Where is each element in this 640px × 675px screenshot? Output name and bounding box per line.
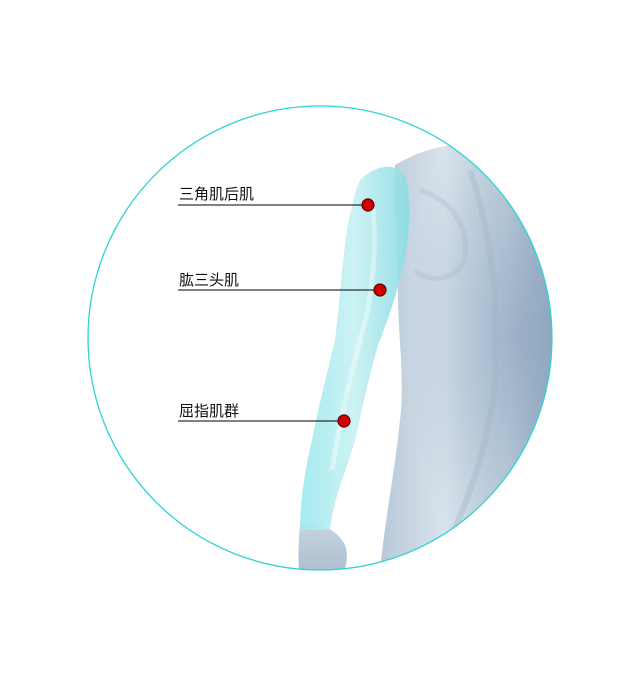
frame-circle — [87, 105, 553, 571]
marker-dot — [373, 283, 387, 297]
marker-dot — [361, 198, 375, 212]
marker-dot — [337, 414, 351, 428]
hand — [298, 524, 347, 570]
arm-contour — [329, 199, 377, 471]
label-posterior-deltoid: 三角肌后肌 — [178, 185, 375, 212]
label-forearm-flexors: 屈指肌群 — [178, 402, 351, 428]
back-contour — [437, 169, 500, 562]
label-text: 屈指肌群 — [179, 402, 239, 420]
scapula-contour — [413, 187, 469, 282]
label-triceps: 肱三头肌 — [178, 271, 387, 297]
body-figure — [298, 145, 552, 570]
label-text: 三角肌后肌 — [179, 185, 254, 203]
label-text: 肱三头肌 — [179, 271, 239, 289]
arm-highlight — [300, 166, 410, 530]
